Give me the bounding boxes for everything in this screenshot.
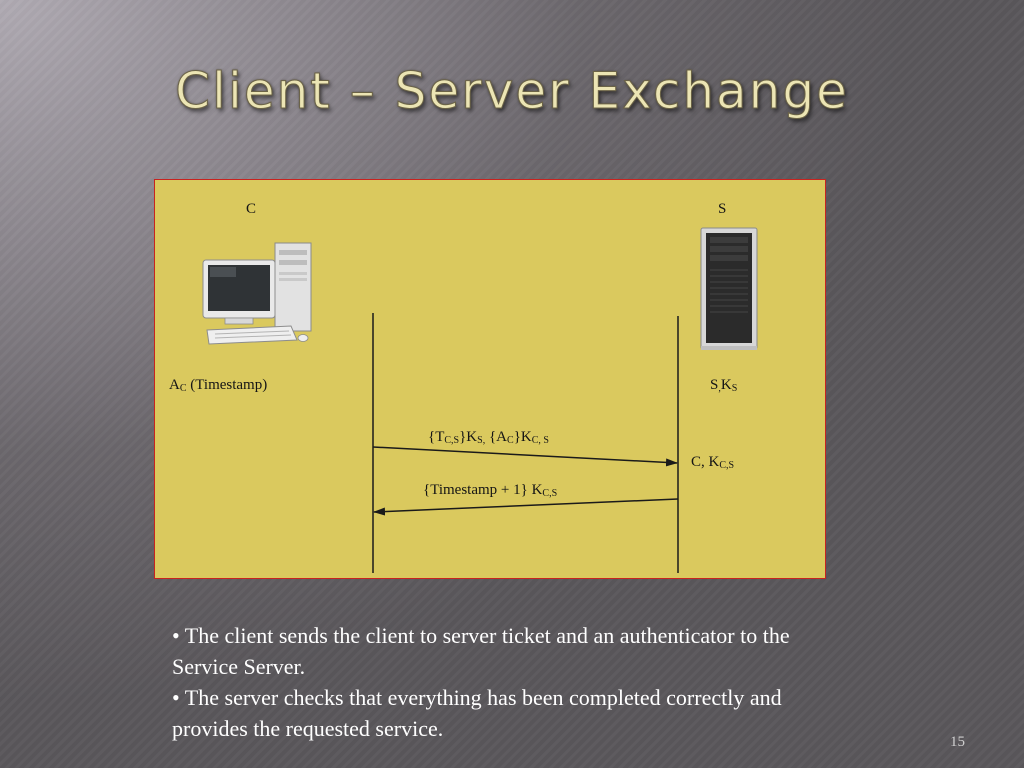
message-1-label: {TC,S}KS, {AC}KC, S xyxy=(428,429,549,446)
bullet-item: • The server checks that everything has … xyxy=(172,685,782,741)
tower-server-icon xyxy=(700,227,758,350)
server-info: S,KS xyxy=(710,377,738,394)
arrow-client-to-server xyxy=(372,446,678,467)
diagram-lines xyxy=(202,227,758,573)
client-label: C xyxy=(246,201,257,217)
desktop-computer-icon xyxy=(202,242,312,345)
slide-title: Client – Server Exchange xyxy=(175,62,849,121)
arrow-server-to-client xyxy=(373,498,679,516)
bullet-list: • The client sends the client to server … xyxy=(172,620,832,744)
message-2-label: {Timestamp + 1} KC,S xyxy=(423,482,558,499)
client-info: AC (Timestamp) xyxy=(169,377,268,394)
page-number: 15 xyxy=(950,734,965,750)
bullet-item: • The client sends the client to server … xyxy=(172,623,790,679)
server-received-keys: C, KC,S xyxy=(691,454,735,471)
server-label: S xyxy=(718,201,727,217)
protocol-diagram: C S AC (Timestamp) S,KS {TC,S}KS, {AC}KC… xyxy=(154,179,826,579)
